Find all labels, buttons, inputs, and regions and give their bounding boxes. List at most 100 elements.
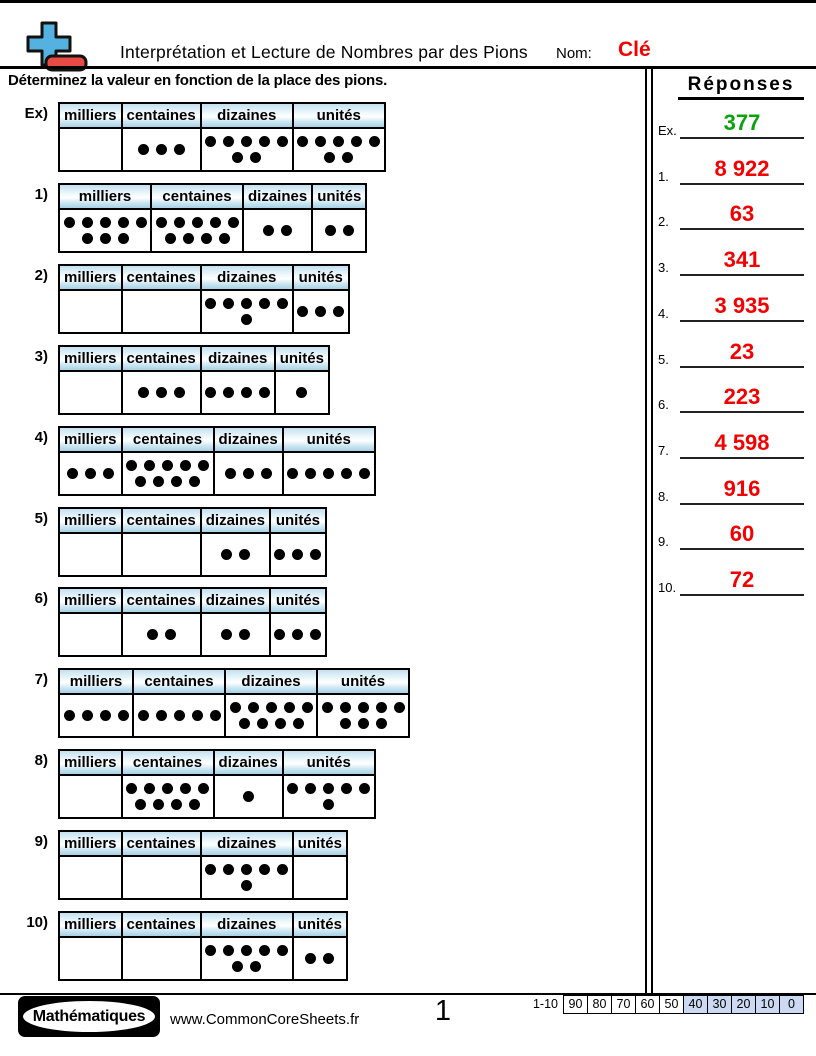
dot-row [294, 150, 384, 166]
dots-row [58, 774, 376, 819]
answer-number: 4. [658, 306, 669, 321]
dot-row [123, 385, 200, 401]
dot-row [294, 134, 384, 150]
dots-cell-unites [268, 612, 327, 657]
dot-row [123, 797, 213, 813]
counter-dot [375, 718, 387, 729]
counter-dot [333, 136, 345, 147]
header-cell-milliers: milliers [58, 264, 123, 291]
counter-dot [209, 710, 221, 721]
counter-dot [223, 387, 235, 398]
header-cell-milliers: milliers [58, 345, 123, 372]
counter-dot [205, 387, 217, 398]
counter-dot [155, 217, 167, 228]
answer-row-6: 6.223 [656, 379, 810, 413]
dots-cell-milliers [58, 127, 123, 172]
counter-dot [99, 710, 111, 721]
counter-dot [155, 387, 167, 398]
name-value: Clé [618, 38, 651, 61]
dots-cell-unites [281, 451, 376, 496]
counter-dot [218, 233, 230, 244]
problem-number: 2) [34, 267, 48, 284]
dots-row [58, 855, 348, 900]
counter-dot [182, 233, 194, 244]
counter-dot [99, 217, 111, 228]
counter-dot [232, 152, 244, 163]
header-cell-dizaines: dizaines [199, 911, 294, 938]
counter-dot [259, 387, 271, 398]
counter-dot [283, 702, 295, 713]
dots-cell-centaines [120, 855, 202, 900]
counter-dot [241, 387, 253, 398]
counter-dot [305, 468, 317, 479]
counter-dot [135, 476, 147, 487]
website-url: www.CommonCoreSheets.fr [170, 1011, 360, 1028]
dots-cell-centaines [120, 289, 202, 334]
dots-cell-dizaines [199, 370, 276, 415]
dot-row [313, 223, 365, 239]
dot-row [294, 951, 346, 967]
dot-row [202, 943, 292, 959]
counter-dot [292, 718, 304, 729]
header-cell-centaines: centaines [150, 183, 244, 210]
page-top-border [0, 0, 816, 3]
counter-dot [323, 468, 335, 479]
dot-row [123, 627, 200, 643]
problem-number: 8) [34, 752, 48, 769]
dots-cell-milliers [58, 208, 152, 253]
brand-name: Mathématiques [21, 999, 157, 1034]
counter-dot [375, 702, 387, 713]
counter-dot [259, 298, 271, 309]
answer-row-1: 1.8 922 [656, 151, 810, 185]
counter-dot [164, 629, 176, 640]
header-cell-unites: unités [268, 507, 327, 534]
answer-value: 916 [680, 476, 804, 505]
dots-cell-unites [268, 532, 327, 577]
dots-row [58, 127, 386, 172]
dots-cell-dizaines [212, 774, 284, 819]
answer-number: 3. [658, 260, 669, 275]
counter-dot [277, 298, 289, 309]
counter-dot [223, 945, 235, 956]
dots-cell-dizaines [212, 451, 284, 496]
answer-row-9: 9.60 [656, 516, 810, 550]
dots-row [58, 693, 410, 738]
dot-row [276, 385, 328, 401]
counter-dot [173, 387, 185, 398]
problem-number: 6) [34, 590, 48, 607]
counter-dot [341, 468, 353, 479]
dot-row [123, 142, 200, 158]
dot-row [202, 547, 269, 563]
header-cell-unites: unités [281, 749, 376, 776]
header-cell-milliers: milliers [58, 587, 123, 614]
counter-dot [144, 460, 156, 471]
answer-number: 5. [658, 352, 669, 367]
dots-cell-dizaines [199, 612, 271, 657]
header-cell-unites: unités [291, 830, 348, 857]
header-cell-unites: unités [291, 911, 348, 938]
answer-row-3: 3.341 [656, 242, 810, 276]
counter-dot [84, 468, 96, 479]
counter-dot [189, 799, 201, 810]
counter-dot [102, 468, 114, 479]
counter-dot [241, 880, 253, 891]
dot-row [318, 716, 408, 732]
header-cell-dizaines: dizaines [212, 426, 284, 453]
header-cell-dizaines: dizaines [199, 102, 294, 129]
counter-dot [324, 152, 336, 163]
counter-dot [357, 702, 369, 713]
counter-dot [297, 136, 309, 147]
score-cell-10: 10 [755, 995, 780, 1014]
score-cell-20: 20 [731, 995, 756, 1014]
answer-row-10: 10.72 [656, 562, 810, 596]
counter-dot [310, 549, 322, 560]
counter-dot [359, 468, 371, 479]
counter-dot [259, 136, 271, 147]
answer-number: 10. [658, 580, 677, 595]
dots-cell-milliers [58, 612, 123, 657]
